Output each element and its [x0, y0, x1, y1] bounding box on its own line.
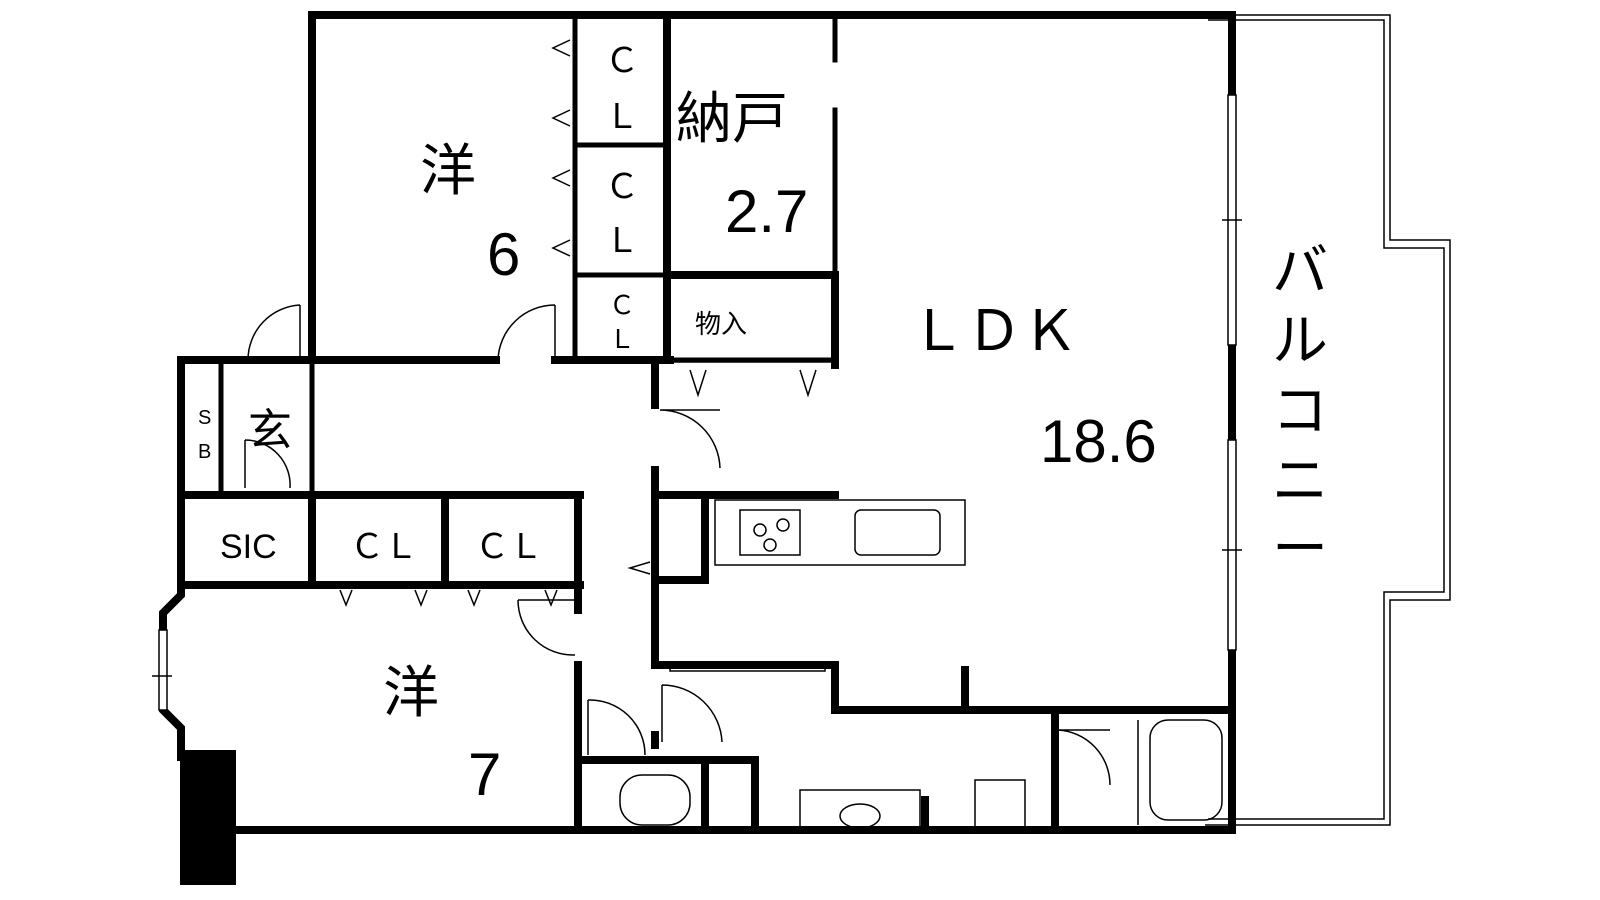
room-storage-size: 2.7: [725, 178, 808, 245]
closet-label: ＣＬ: [350, 528, 418, 566]
closet-l: Ｌ: [609, 324, 635, 354]
closet-c: Ｃ: [609, 290, 635, 320]
room-western-7-name: 洋: [383, 661, 439, 724]
closet-c: Ｃ: [605, 168, 639, 206]
balcony-char: ニ: [1272, 449, 1328, 512]
vanity-icon: [799, 789, 921, 829]
shoe-box-s: S: [198, 407, 211, 429]
sink-icon: [854, 509, 941, 556]
closet-c: Ｃ: [605, 42, 639, 80]
room-storage-name: 納戸: [676, 87, 788, 150]
room-western-6-size: 6: [487, 221, 520, 288]
balcony-outline: [1205, 14, 1451, 826]
room-ldk-size: 18.6: [1040, 408, 1157, 475]
washer-icon: [974, 779, 1026, 829]
doors: [244, 39, 1111, 786]
toilet-icon: [619, 774, 691, 826]
closet-l: Ｌ: [605, 98, 639, 136]
stove-icon: [739, 509, 801, 556]
room-western-7-size: 7: [468, 741, 501, 808]
sic-label: SIC: [220, 528, 277, 566]
shoe-box-b: B: [198, 441, 211, 463]
closet-label: ＣＬ: [475, 528, 543, 566]
windows: [152, 94, 1242, 711]
interior-walls: [177, 11, 1236, 834]
pillar: [180, 750, 236, 885]
entrance-label: 玄: [248, 406, 292, 455]
kitchen-counter: [714, 499, 966, 566]
balcony-char: バ: [1272, 239, 1328, 302]
sliding-door: [669, 665, 826, 672]
balcony-char: コ: [1272, 379, 1328, 442]
outer-walls: [159, 11, 1236, 885]
room-ldk-name: ＬＤＫ: [910, 299, 1078, 362]
closet-l: Ｌ: [605, 222, 639, 260]
room-western-6-name: 洋: [420, 139, 476, 202]
balcony-label: バ ル コ ニ ー: [1272, 239, 1328, 580]
fixtures: [619, 499, 1223, 829]
mono-ire-label: 物入: [695, 309, 747, 339]
bathtub-icon: [1149, 719, 1223, 821]
balcony-char: ル: [1272, 309, 1328, 372]
balcony-char: ー: [1272, 517, 1328, 580]
